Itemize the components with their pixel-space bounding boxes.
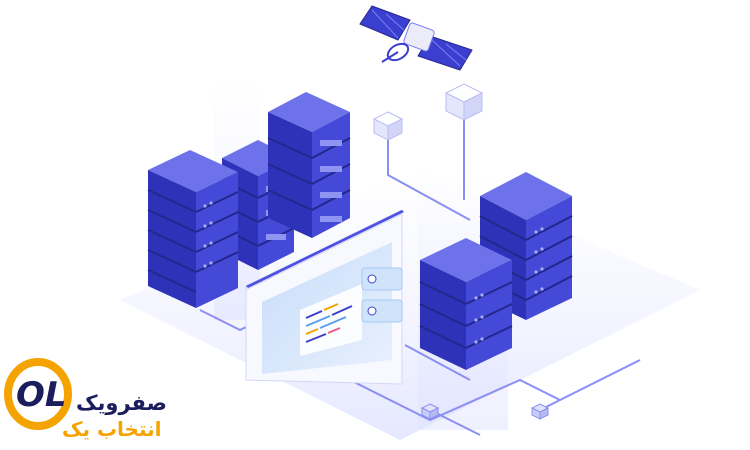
satellite-icon — [359, 5, 473, 71]
logo-mark-text: OL — [16, 375, 67, 415]
brand-name-line1: صفرویک — [76, 391, 167, 415]
server-rack-back-tall — [267, 92, 351, 238]
server-rack-front-left — [147, 150, 239, 308]
browser-window — [245, 209, 404, 385]
server-rack-right-front — [419, 238, 513, 370]
brand-name-line2: انتخاب یک — [62, 417, 162, 441]
ol-logo-icon: OL — [4, 358, 72, 430]
data-cube-1 — [372, 111, 404, 141]
data-cube-2 — [444, 83, 484, 121]
node-cube-3 — [420, 403, 440, 420]
node-cube-4 — [530, 403, 550, 420]
